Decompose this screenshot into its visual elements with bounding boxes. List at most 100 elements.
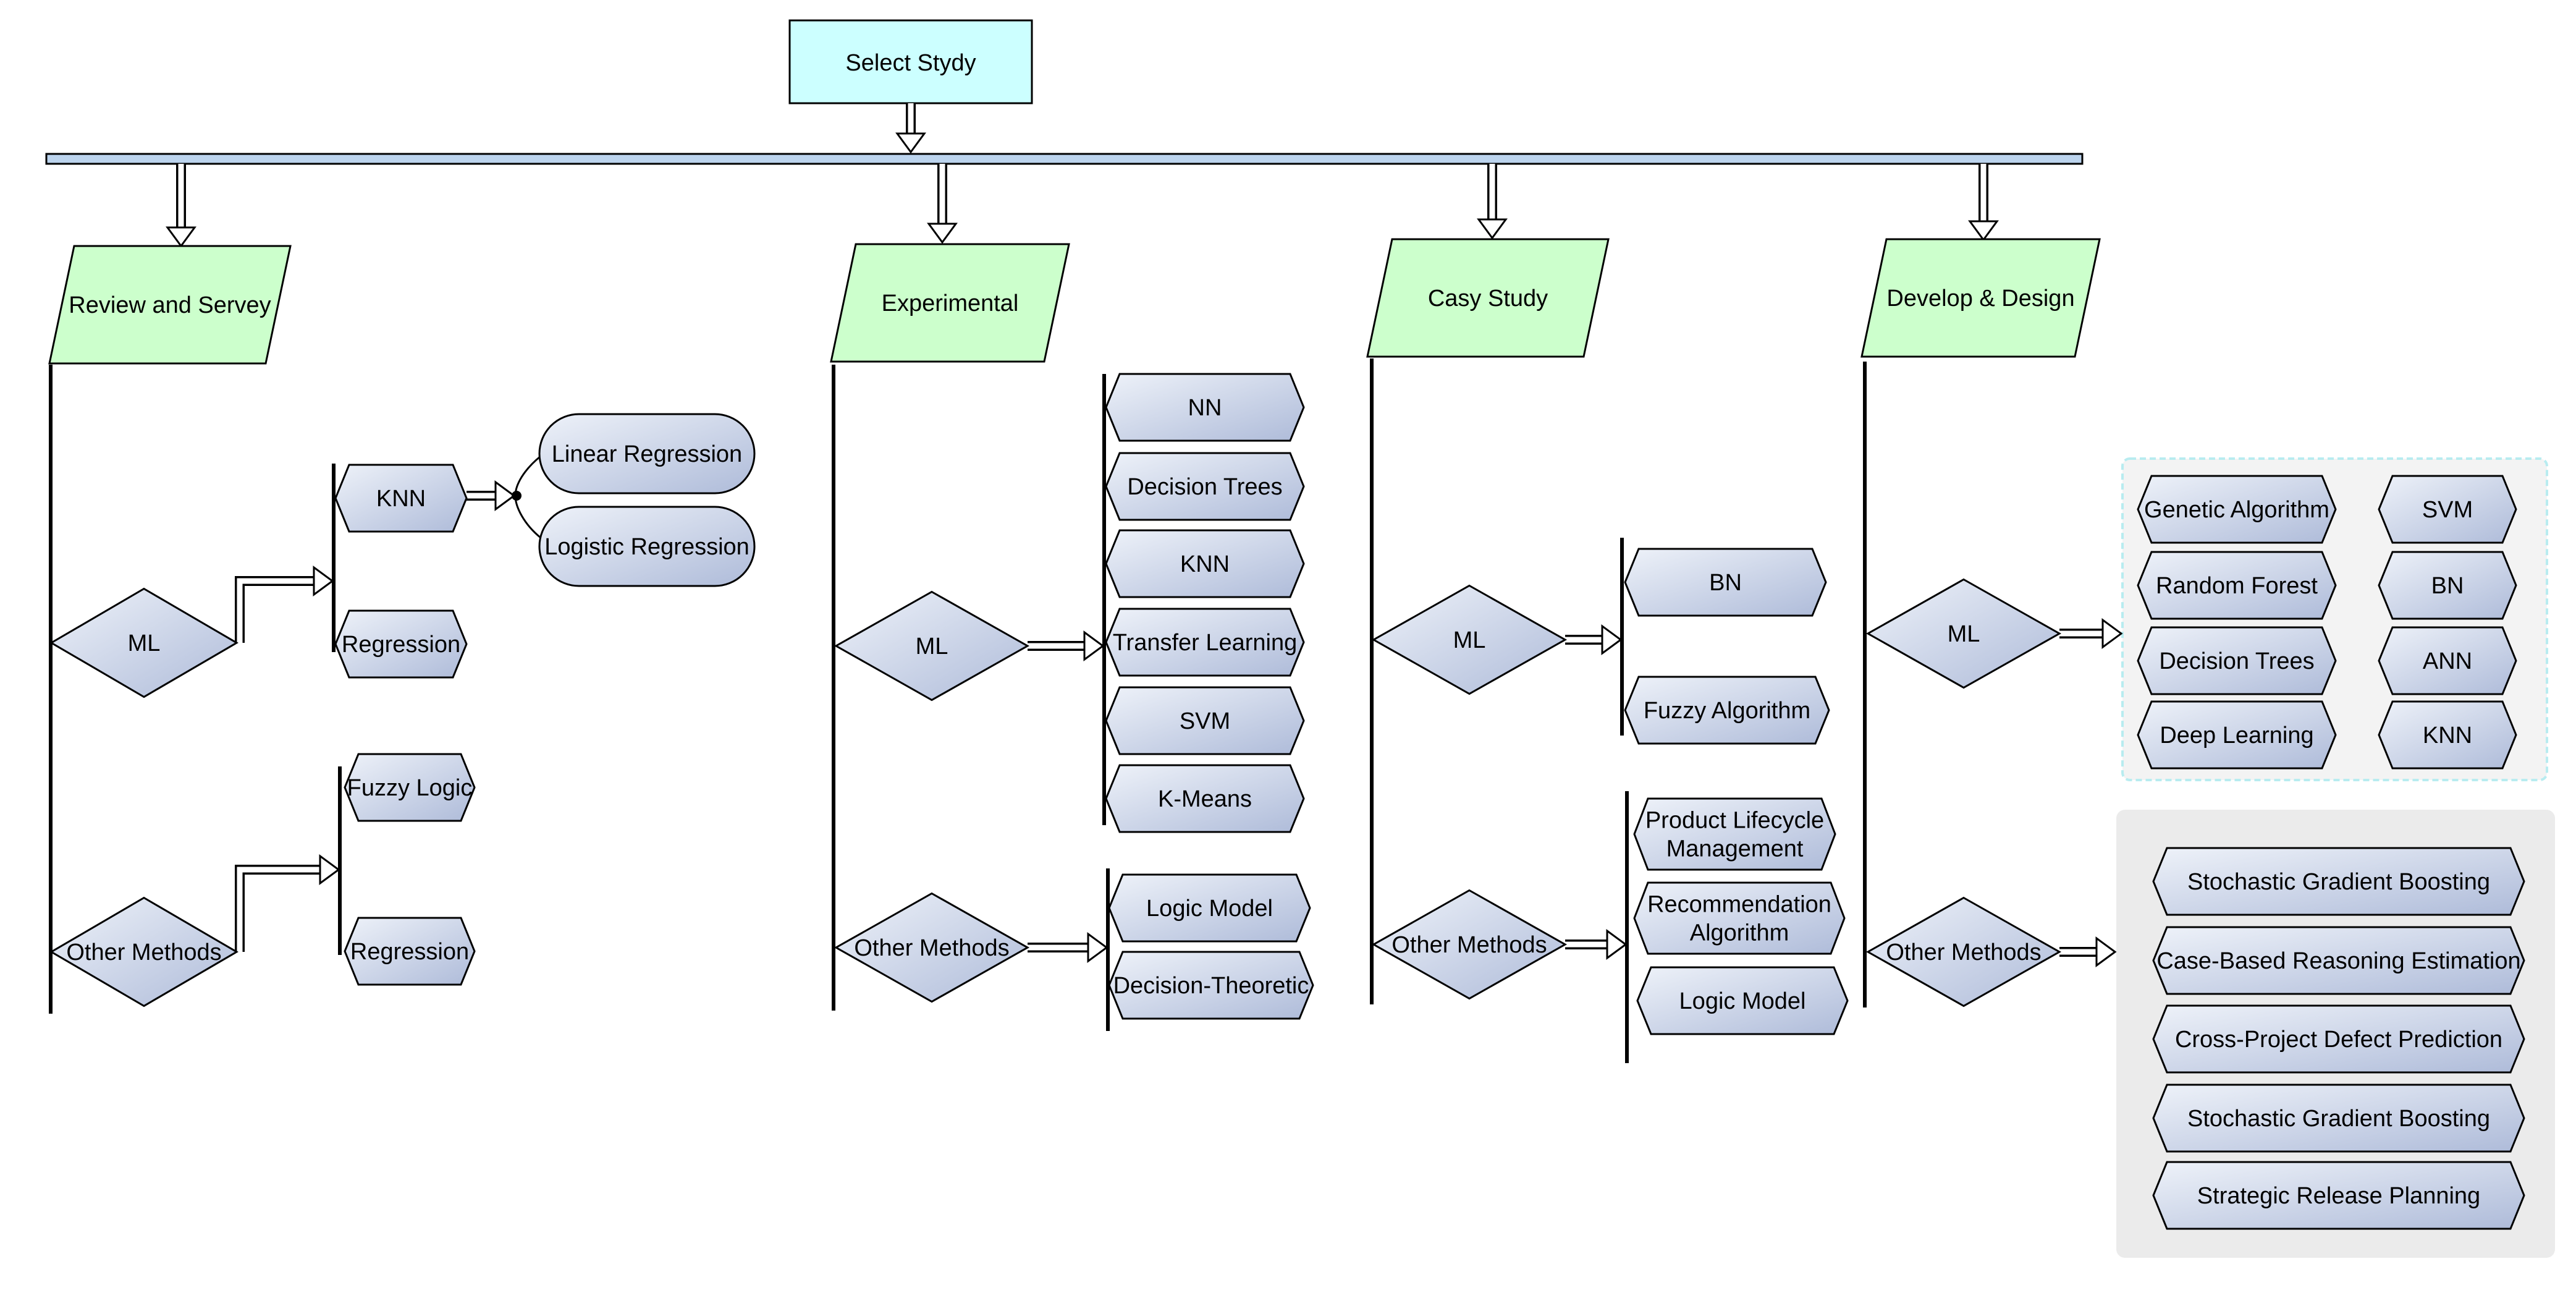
hexagon-shape (2152, 1004, 2525, 1074)
diamond-shape (1371, 584, 1568, 695)
node-label: Strategic Release Planning (2197, 1183, 2480, 1209)
node-label: Other Methods (854, 935, 1009, 961)
hexagon-shape (2152, 926, 2525, 995)
arrow-head (166, 226, 196, 248)
node-label: ML (128, 630, 161, 656)
hexagon-shape (2152, 1161, 2525, 1230)
arrow-to-case-study (1477, 164, 1508, 240)
case-study-ml-fuzzy-algorithm: Fuzzy Algorithm (1624, 676, 1830, 745)
hexagon-shape (334, 464, 468, 533)
diamond-shape (1865, 896, 2062, 1007)
node-label: Other Methods (66, 940, 221, 965)
review-other-diamond: Other Methods (49, 896, 239, 1007)
hexagon-shape (1108, 873, 1311, 943)
node-label: Cross-Project Defect Prediction (2175, 1027, 2502, 1053)
node-label: ANN (2423, 648, 2472, 674)
experimental-ml-item: KNN (1105, 529, 1305, 598)
arrow-head (313, 566, 334, 596)
hexagon-shape (1633, 881, 1846, 955)
hexagon-shape (2152, 847, 2525, 916)
node-label: Deep Learning (2160, 723, 2313, 749)
develop-design-ml-item: KNN (2378, 700, 2517, 770)
node-label: Transfer Learning (1113, 630, 1298, 656)
hexagon-shape (1624, 548, 1827, 617)
node-label: Fuzzy Logic (347, 775, 473, 801)
hexagon-shape (1624, 676, 1830, 745)
arrow-to-experimental (927, 164, 958, 244)
experimental-ml-diamond: ML (834, 590, 1030, 702)
hexagon-shape (1105, 452, 1305, 521)
node-label: NN (1188, 395, 1222, 421)
node-label: Genetic Algorithm (2144, 497, 2329, 523)
experimental-ml-item: Decision Trees (1105, 452, 1305, 521)
node-label: Decision Trees (2159, 648, 2314, 674)
hexagon-shape (334, 609, 468, 679)
parallelogram-shape (48, 245, 292, 365)
arrow-shaft-inner (237, 867, 320, 952)
review-other-fuzzy-logic: Fuzzy Logic (344, 753, 476, 822)
hexagon-shape (2137, 475, 2337, 544)
node-label: Decision-Theoretic (1113, 973, 1309, 999)
diamond-shape (49, 896, 239, 1007)
hexagon-shape (1105, 529, 1305, 598)
node-label: BN (1709, 570, 1742, 596)
node-label: Casy Study (1428, 286, 1548, 312)
develop-design-other-item: Case-Based Reasoning Estimation (2152, 926, 2525, 995)
hexagon-shape (1108, 951, 1314, 1020)
node-label: KNN (2423, 723, 2472, 749)
pill-shape (538, 413, 756, 494)
node-label: Random Forest (2156, 573, 2318, 599)
node-label: Develop & Design (1886, 286, 2074, 312)
hexagon-shape (2378, 700, 2517, 770)
diamond-shape (834, 590, 1030, 702)
case-study-other-diamond: Other Methods (1371, 889, 1568, 1000)
category-review-survey: Review and Servey (48, 245, 292, 365)
arrow-to-develop-design (1968, 164, 1999, 242)
category-develop-design: Develop & Design (1860, 238, 2101, 358)
review-other-regression: Regression (344, 917, 476, 986)
arrow-shaft-outer (235, 865, 320, 952)
review-other-arrow (235, 854, 340, 952)
parallelogram-shape (1366, 238, 1610, 358)
develop-design-ml-item: ANN (2378, 626, 2517, 695)
diamond-shape (1865, 578, 2062, 689)
parallelogram-shape (1860, 238, 2101, 358)
category-case-study: Casy Study (1366, 238, 1610, 358)
case-study-ml-diamond: ML (1371, 584, 1568, 695)
develop-design-other-item: Stochastic Gradient Boosting (2152, 847, 2525, 916)
hexagon-shape (344, 917, 476, 986)
node-label: KNN (376, 486, 426, 512)
select-study-label: Select Stydy (845, 50, 976, 76)
diamond-shape (1371, 889, 1568, 1000)
hexagon-shape (344, 753, 476, 822)
node-label: BN (2431, 573, 2464, 599)
experimental-other-item: Decision-Theoretic (1108, 951, 1314, 1020)
diamond-shape (49, 587, 239, 698)
hexagon-shape (2378, 626, 2517, 695)
node-label: K-Means (1158, 786, 1252, 812)
node-label: Other Methods (1886, 940, 2041, 965)
hexagon-shape (2378, 475, 2517, 544)
node-label: Stochastic Gradient Boosting (2187, 1106, 2490, 1132)
arrow-head (1968, 220, 1999, 242)
node-label: Decision Trees (1127, 474, 1282, 500)
case-study-other-item: Logic Model (1636, 966, 1849, 1035)
node-label: Logistic Regression (544, 534, 750, 560)
develop-design-other-diamond: Other Methods (1865, 896, 2062, 1007)
case-study-ml-bn: BN (1624, 548, 1827, 617)
node-label: Case-Based Reasoning Estimation (2156, 948, 2520, 974)
experimental-ml-item: SVM (1105, 686, 1305, 755)
case-study-other-arrow (1565, 929, 1628, 960)
develop-design-ml-item: Random Forest (2137, 551, 2337, 620)
node-label: Linear Regression (552, 441, 742, 467)
arrow-head (319, 854, 340, 885)
distribution-bar (45, 153, 2084, 165)
experimental-other-item: Logic Model (1108, 873, 1311, 943)
arrow-head (1087, 932, 1109, 963)
node-label: Fuzzy Algorithm (1644, 698, 1810, 724)
hexagon-shape (2137, 700, 2337, 770)
category-experimental: Experimental (830, 243, 1070, 363)
